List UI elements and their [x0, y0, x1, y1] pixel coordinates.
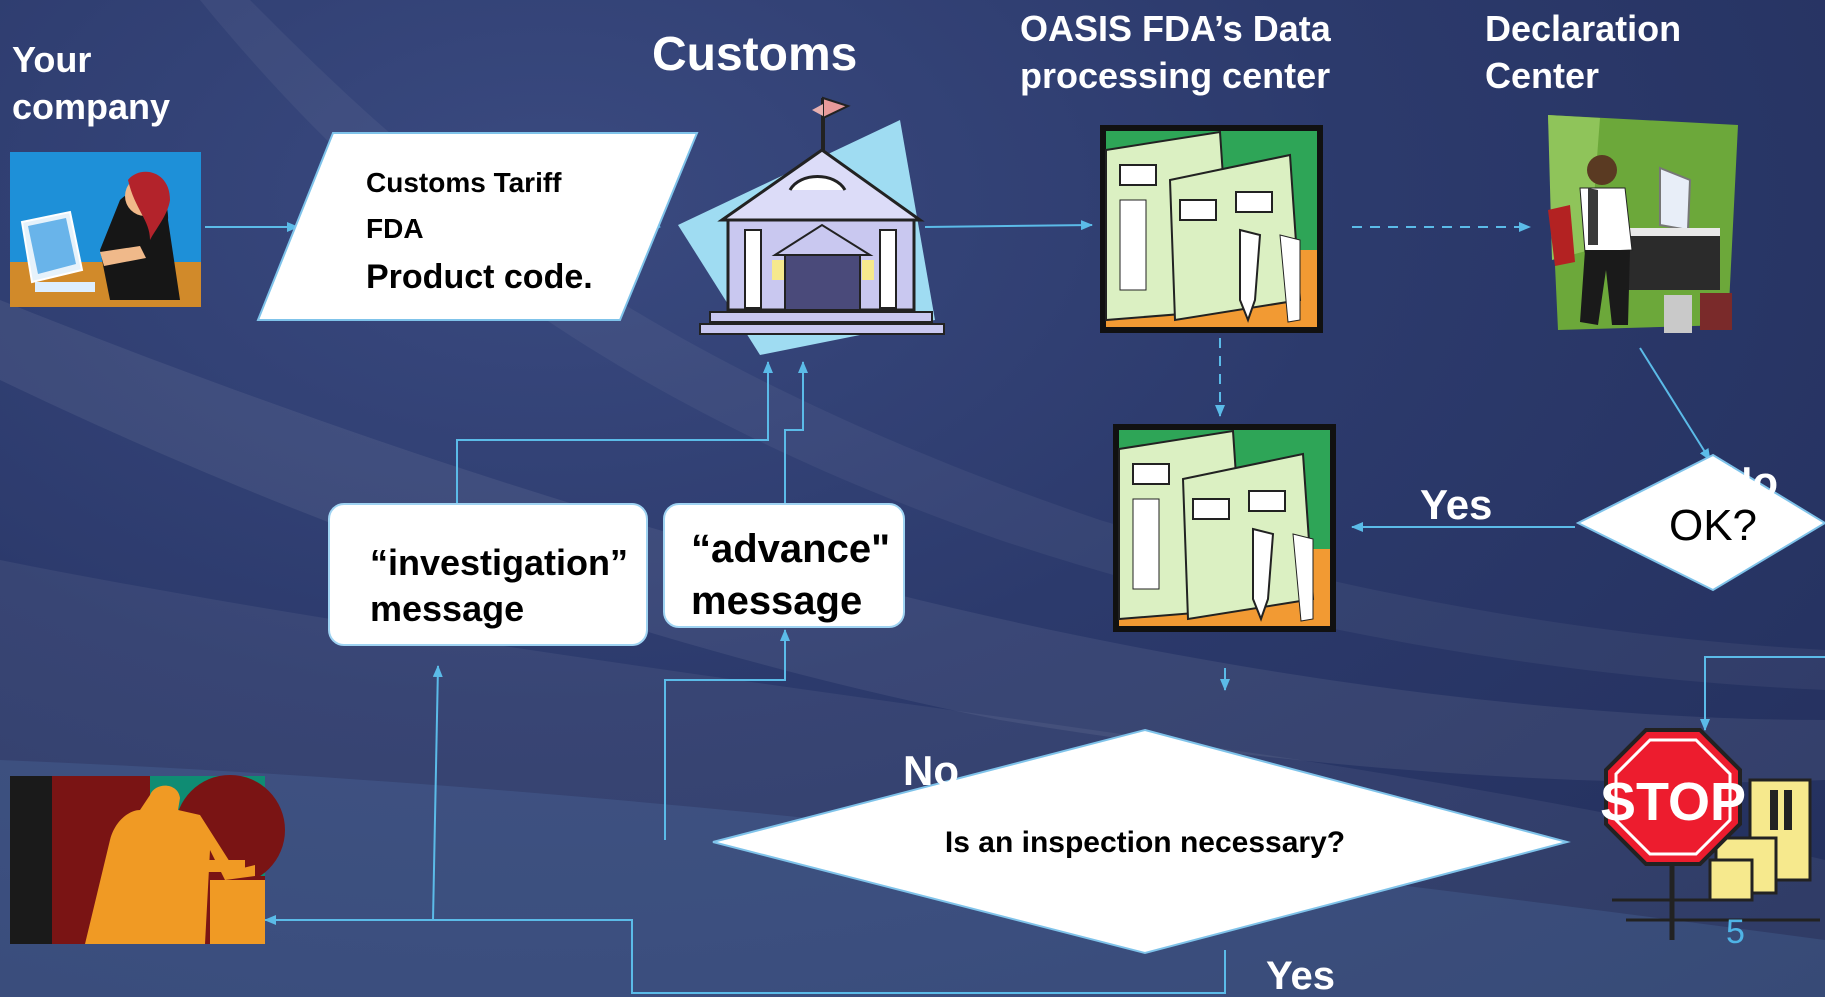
woman-at-computer-icon — [10, 152, 201, 307]
no-label-top: No — [1722, 458, 1778, 505]
codes-line-tariff: Customs Tariff — [366, 167, 562, 198]
arrow-no-to-advance — [664, 629, 790, 840]
your-company-label: Your company — [12, 37, 212, 131]
customs-building-icon — [678, 96, 945, 355]
advance-line1: “advance" — [691, 527, 891, 571]
advance-message-box: “advance" message — [663, 503, 905, 628]
oasis-label-line1: OASIS FDA’s Data — [1020, 8, 1331, 49]
oasis-label-line2: processing center — [1020, 54, 1331, 96]
your-company-text: Your company — [12, 39, 171, 127]
arrow-to-investigation — [432, 665, 443, 921]
arrow-advance-to-customs — [784, 361, 808, 505]
worker-at-desk-icon — [10, 775, 285, 944]
yes-label-top: Yes — [1420, 481, 1493, 528]
inspection-decision-text: Is an inspection necessary? — [945, 826, 1345, 859]
investigation-line2: message — [370, 588, 525, 629]
arrow-investigation-to-customs — [456, 361, 773, 505]
arrow-ok-no-to-stop — [1700, 656, 1825, 731]
yes-label-bottom: Yes — [1266, 954, 1335, 997]
businessman-at-desk-icon — [1548, 115, 1738, 333]
stop-sign-text: STOP — [1600, 772, 1746, 832]
customs-label: Customs — [652, 28, 858, 81]
arrow-yes-to-worker — [264, 915, 1226, 994]
ok-decision-text: OK? — [1669, 501, 1757, 550]
codes-parallelogram — [256, 132, 699, 321]
stop-sign-icon: STOP — [1600, 728, 1820, 940]
codes-box: Customs Tariff FDA Product code. — [366, 158, 593, 304]
mainframe-computer-icon-second — [1113, 424, 1336, 632]
mainframe-computer-icon — [1100, 125, 1323, 333]
codes-line-product: Product code. — [366, 258, 593, 296]
codes-line-fda: FDA — [366, 213, 424, 244]
advance-line2: message — [691, 579, 863, 623]
declaration-center-label: Declaration Center — [1485, 6, 1681, 100]
inspection-decision-diamond — [712, 728, 1571, 955]
no-label-bottom: No — [903, 747, 959, 794]
declaration-label-line1: Declaration — [1485, 8, 1682, 49]
declaration-label-line2: Center — [1485, 54, 1600, 96]
investigation-message-box: “investigation” message — [328, 503, 648, 646]
oasis-label: OASIS FDA’s Data processing center — [1020, 6, 1331, 100]
arrow-declaration-to-ok — [1639, 347, 1711, 461]
page-number: 5 — [1726, 913, 1745, 951]
investigation-line1: “investigation” — [370, 542, 629, 583]
arrow-customs-to-oasis — [924, 220, 1093, 231]
ok-decision-diamond — [1575, 453, 1825, 592]
